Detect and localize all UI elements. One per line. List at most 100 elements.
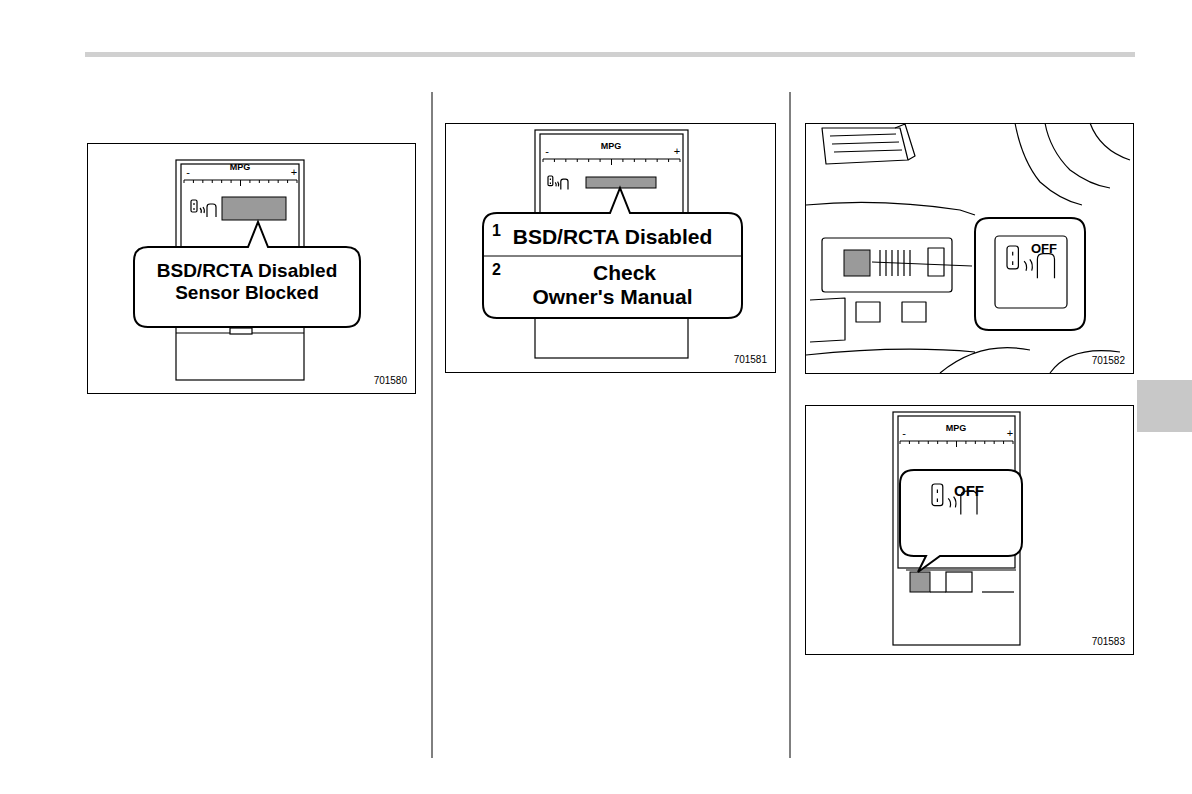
scale-tick (965, 441, 966, 444)
dash-edge (806, 202, 975, 215)
message-text: BSD/RCTA Disabled Sensor Blocked (142, 260, 352, 304)
scale-title: MPG (946, 424, 967, 433)
message-callout-border (134, 222, 360, 327)
air-vent (822, 128, 908, 164)
meter-line (982, 591, 1014, 592)
line-number: 2 (492, 261, 501, 279)
scale-tick (212, 180, 213, 183)
scale-tick (268, 180, 269, 183)
figure-frame (806, 124, 1134, 374)
scale-tick (668, 159, 669, 162)
figure-number: 701580 (374, 376, 407, 386)
scale-tick (588, 159, 589, 162)
scale-tick (956, 441, 957, 447)
scale-sign: - (545, 146, 549, 157)
switch (928, 248, 944, 276)
meter-tab (230, 328, 252, 334)
message-callout: BSD/RCTA Disabled Sensor Blocked (134, 247, 360, 327)
scale-tick (554, 159, 555, 162)
meter-display (540, 134, 683, 216)
message-bar (586, 177, 656, 188)
scale-tick (622, 159, 623, 162)
scale-tick (634, 159, 635, 162)
message-text: Check Owner's Manual (529, 261, 697, 309)
scale-tick (600, 159, 601, 162)
switch (856, 302, 880, 322)
scale-tick (259, 180, 260, 183)
scale-tick (287, 180, 288, 183)
figure-frame (446, 124, 776, 373)
scale-tick (657, 159, 658, 162)
scale-tick (202, 180, 203, 183)
steering-wheel (1090, 123, 1130, 160)
scale-tick (975, 441, 976, 444)
scale-title: MPG (601, 142, 622, 151)
scale-tick (297, 180, 298, 183)
bsd-icon (191, 200, 216, 217)
scale-tick (984, 441, 985, 444)
meter-line (176, 332, 230, 333)
switch-inset-border (975, 218, 1085, 330)
scale-sign: - (186, 167, 190, 178)
figure-frame (806, 406, 1134, 655)
vent-side (895, 124, 915, 160)
message-callout: 1 BSD/RCTA Disabled 2 Check Owner's Manual (483, 213, 742, 318)
scale-sign: - (902, 428, 906, 439)
scale-tick (900, 441, 901, 444)
column-rule (790, 92, 791, 758)
section-tab (1137, 380, 1192, 432)
column-rule (432, 92, 433, 758)
figure-number: 701583 (1092, 637, 1125, 647)
scale-tick (994, 441, 995, 444)
indicator-frame (946, 572, 972, 592)
scale-tick (221, 180, 222, 183)
figure-frame (88, 144, 416, 394)
figure-number: 701581 (734, 355, 767, 365)
switch-label: OFF (1031, 242, 1057, 257)
message-bar (222, 197, 286, 220)
scale-tick (680, 159, 681, 162)
switch-inset-outline (975, 218, 1085, 330)
meter-display (181, 164, 299, 260)
scale-title: MPG (230, 163, 251, 172)
indicator-callout-border (900, 470, 1022, 572)
bsd-off-switch (844, 250, 870, 276)
divider-line (483, 256, 742, 257)
scale-tick (1013, 441, 1014, 444)
scale-tick (1003, 441, 1004, 444)
meter-line (930, 591, 946, 592)
message-text: BSD/RCTA Disabled (513, 225, 713, 249)
scale-tick (909, 441, 910, 444)
scale-tick (928, 441, 929, 444)
scale-tick (193, 180, 194, 183)
bsd-icon (548, 176, 568, 190)
scale-sign: + (291, 167, 297, 178)
scale-tick (645, 159, 646, 162)
vent-louvers (830, 134, 902, 152)
scale-tick (937, 441, 938, 444)
scale-tick (565, 159, 566, 162)
scale-tick (543, 159, 544, 162)
message-callout-border (483, 188, 742, 318)
scale-tick (947, 441, 948, 444)
line-number: 1 (492, 222, 501, 240)
meter-line (252, 332, 304, 333)
figure-number: 701582 (1092, 356, 1125, 366)
scale-tick (240, 180, 241, 186)
scale-tick (184, 180, 185, 183)
indicator-label: OFF (954, 482, 984, 499)
scale-tick (249, 180, 250, 183)
scale-tick (278, 180, 279, 183)
leader-line (872, 262, 972, 266)
indicator-callout: OFF (900, 470, 1022, 556)
scale-tick (611, 159, 612, 165)
scale-sign: + (1007, 428, 1013, 439)
switch (902, 302, 926, 322)
bsd-off-indicator (910, 572, 930, 592)
scale-sign: + (674, 146, 680, 157)
top-rule (85, 52, 1135, 57)
scale-tick (577, 159, 578, 162)
switch-face (995, 236, 1067, 308)
